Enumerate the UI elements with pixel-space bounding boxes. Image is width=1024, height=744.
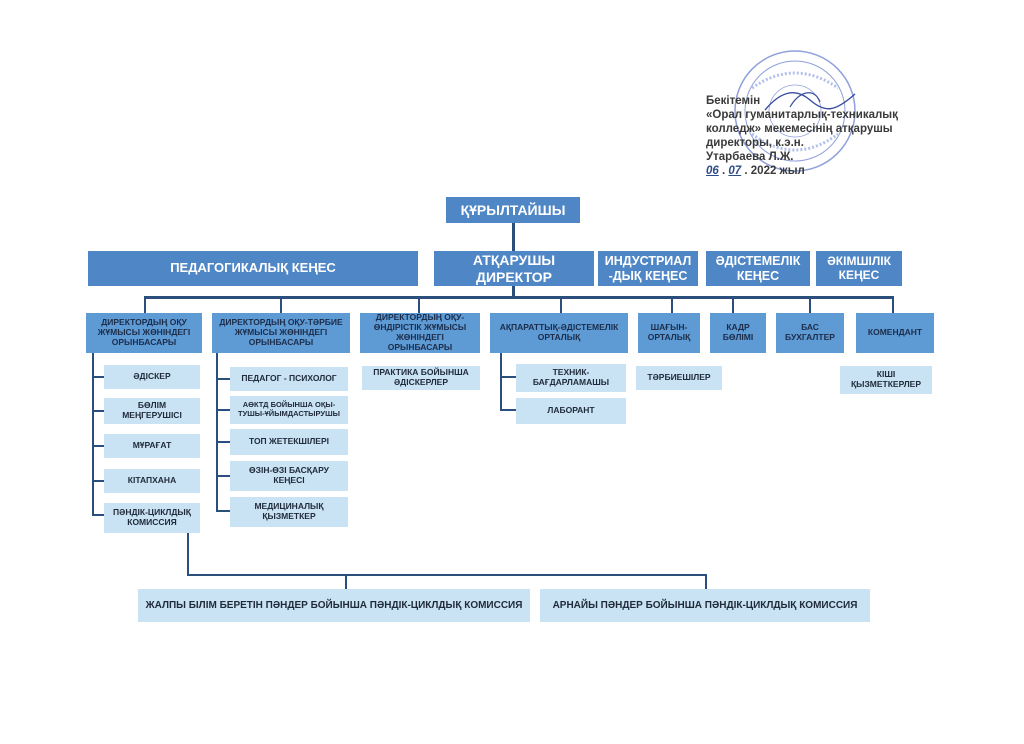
approval-date: 06 . 07 . 2022 жыл — [706, 165, 805, 177]
sub-upbringing-item: МЕДИЦИНАЛЫҚ ҚЫЗМЕТКЕР — [230, 497, 348, 527]
connector-line — [92, 376, 104, 378]
sub-upbringing-item: ПЕДАГОГ - ПСИХОЛОГ — [230, 367, 348, 391]
connector-line — [500, 376, 516, 378]
connector-line — [92, 480, 104, 482]
deputy-academic-box: ДИРЕКТОРДЫҢ ОҚУ ЖҰМЫСЫ ЖӨНІНДЕГІ ОРЫНБАС… — [86, 313, 202, 353]
connector-line — [216, 352, 218, 512]
connector-line — [560, 296, 562, 314]
sub-academic-item: МҰРАҒАТ — [104, 434, 200, 458]
connector-line — [892, 296, 894, 314]
info-method-centre-box: АҚПАРАТТЫҚ-ӘДІСТЕМЕЛІК ОРТАЛЫҚ — [490, 313, 628, 353]
sub-industrial-item: ПРАКТИКА БОЙЫНША ӘДІСКЕРЛЕР — [362, 366, 480, 390]
connector-line — [418, 296, 420, 314]
sub-commandant-item: КІШІ ҚЫЗМЕТКЕРЛЕР — [840, 366, 932, 394]
connector-line — [216, 510, 230, 512]
mini-centre-box: ШАҒЫН-ОРТАЛЫҚ — [638, 313, 700, 353]
general-commission-box: ЖАЛПЫ БІЛІМ БЕРЕТІН ПӘНДЕР БОЙЫНША ПӘНДІ… — [138, 589, 530, 622]
deputy-industrial-box: ДИРЕКТОРДЫҢ ОҚУ-ӨНДІРІСТІК ЖҰМЫСЫ ЖӨНІНД… — [360, 313, 480, 353]
connector-line — [144, 296, 894, 299]
approval-line: Бекітемін — [706, 95, 761, 107]
connector-line — [732, 296, 734, 314]
approval-line: «Орал гуманитарлық-техникалық — [706, 109, 898, 121]
sub-info-item: ЛАБОРАНТ — [516, 398, 626, 424]
executive-director-box: АТҚАРУШЫ ДИРЕКТОР — [434, 251, 594, 286]
connector-line — [92, 410, 104, 412]
connector-line — [216, 441, 230, 443]
pedagogical-council-box: ПЕДАГОГИКАЛЫҚ КЕҢЕС — [88, 251, 418, 286]
connector-line — [512, 222, 515, 252]
approval-line: Утарбаева Л.Ж. — [706, 151, 794, 163]
approval-year: 2022 жыл — [750, 165, 805, 177]
sub-academic-item: ӘДІСКЕР — [104, 365, 200, 389]
approval-line: директоры, к.э.н. — [706, 137, 804, 149]
connector-line — [187, 574, 707, 576]
sub-upbringing-item: ТОП ЖЕТЕКШІЛЕРІ — [230, 429, 348, 455]
special-commission-box: АРНАЙЫ ПӘНДЕР БОЙЫНША ПӘНДІК-ЦИКЛДЫҚ КОМ… — [540, 589, 870, 622]
sub-academic-item: КІТАПХАНА — [104, 469, 200, 493]
connector-line — [187, 533, 189, 575]
connector-line — [216, 409, 230, 411]
sub-mini-item: ТӘРБИЕШІЛЕР — [636, 366, 722, 390]
connector-line — [92, 445, 104, 447]
connector-line — [280, 296, 282, 314]
connector-line — [92, 352, 94, 514]
connector-line — [512, 285, 515, 297]
connector-line — [500, 352, 502, 410]
connector-line — [345, 574, 347, 590]
commandant-box: КОМЕНДАНТ — [856, 313, 934, 353]
connector-line — [216, 475, 230, 477]
administrative-council-box: ӘКІМШІЛІК КЕҢЕС — [816, 251, 902, 286]
connector-line — [705, 574, 707, 590]
methodical-council-box: ӘДІСТЕМЕЛІК КЕҢЕС — [706, 251, 810, 286]
seal-stamp-icon — [734, 50, 856, 172]
connector-line — [671, 296, 673, 314]
connector-line — [216, 378, 230, 380]
industrial-council-box: ИНДУСТРИАЛ -ДЫҚ КЕҢЕС — [598, 251, 698, 286]
approval-line: колледж» мекемесінің атқарушы — [706, 123, 893, 135]
connector-line — [144, 296, 146, 314]
deputy-upbringing-box: ДИРЕКТОРДЫҢ ОҚУ-ТӘРБИЕ ЖҰМЫСЫ ЖӨНІНДЕГІ … — [212, 313, 350, 353]
sub-info-item: ТЕХНИК-БАҒДАРЛАМАШЫ — [516, 364, 626, 392]
founder-box: ҚҰРЫЛТАЙШЫ — [446, 197, 580, 223]
approval-month: 07 — [728, 165, 742, 177]
hr-department-box: КАДР БӨЛІМІ — [710, 313, 766, 353]
approval-block: Бекітемін «Орал гуманитарлық-техникалық … — [706, 94, 906, 178]
chief-accountant-box: БАС БУХГАЛТЕР — [776, 313, 844, 353]
approval-day: 06 — [706, 165, 719, 177]
sub-upbringing-item: АӨКТД БОЙЫНША ОҚЫ-ТУШЫ-ҰЙЫМДАСТЫРУШЫ — [230, 396, 348, 424]
sub-academic-item: ПӘНДІК-ЦИКЛДЫҚ КОМИССИЯ — [104, 503, 200, 533]
signature-icon — [764, 92, 856, 111]
connector-line — [500, 409, 516, 411]
sub-academic-item: БӨЛІМ МЕҢГЕРУШІСІ — [104, 398, 200, 424]
connector-line — [809, 296, 811, 314]
connector-line — [92, 514, 104, 516]
sub-upbringing-item: ӨЗІН-ӨЗІ БАСҚАРУ КЕҢЕСІ — [230, 461, 348, 491]
